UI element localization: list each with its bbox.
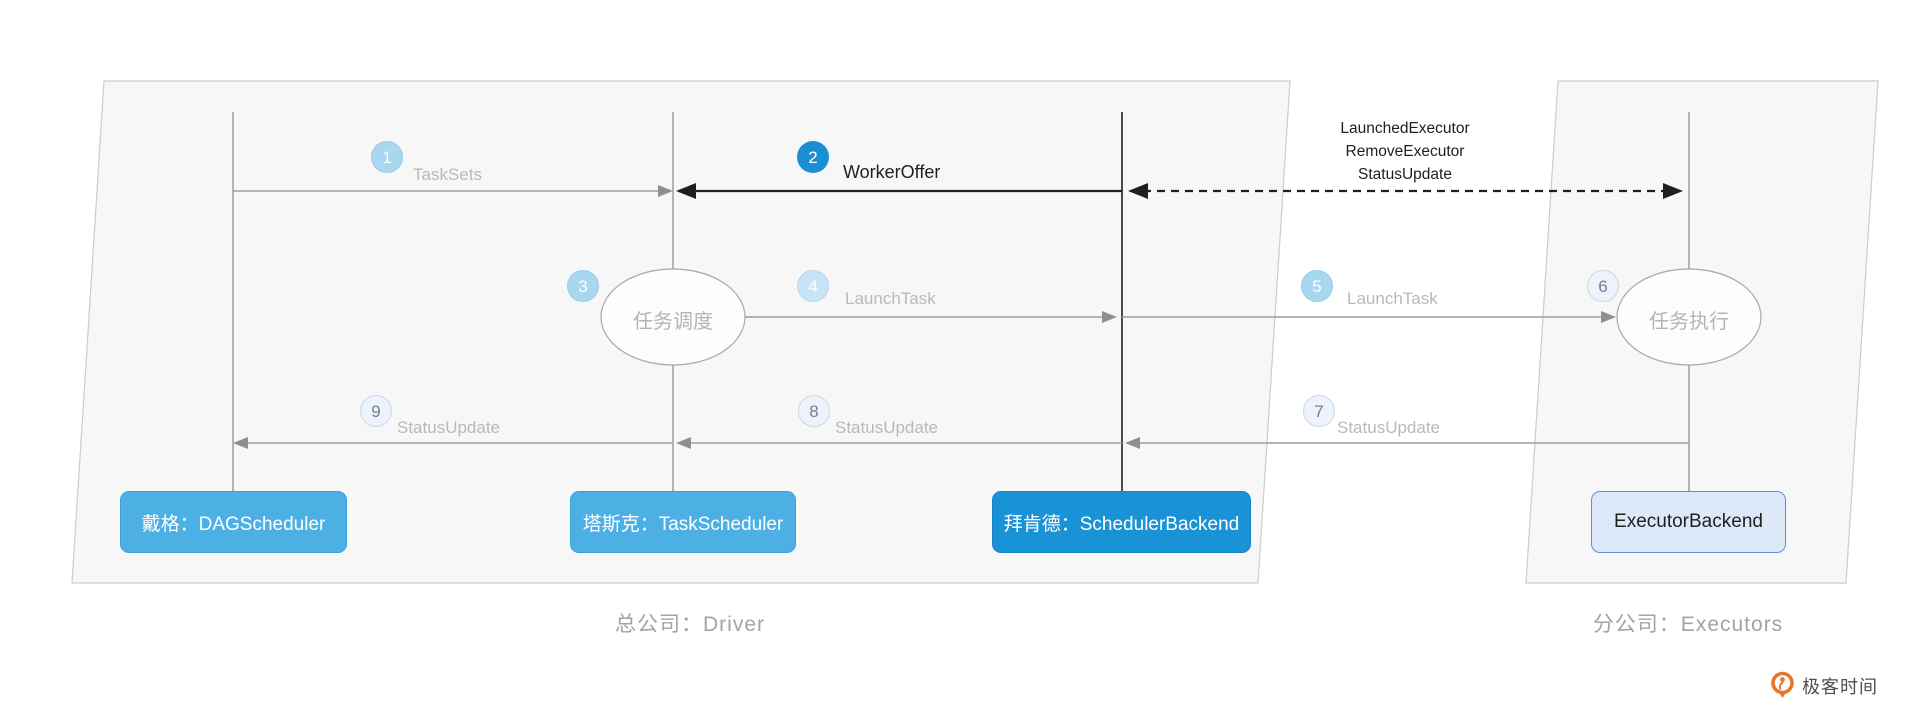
step-circle-3: 3	[567, 270, 599, 302]
note-line-remove-executor: RemoveExecutor	[1345, 143, 1465, 160]
task-execute-ellipse-label: 任务执行	[1649, 311, 1729, 333]
note-line-launched-executor: LaunchedExecutor	[1340, 120, 1470, 137]
statusupdate7-label: StatusUpdate	[1337, 418, 1441, 437]
taskscheduler-box: 塔斯克：TaskScheduler	[570, 491, 796, 553]
step-circle-2: 2	[797, 141, 829, 173]
launchtask4-label: LaunchTask	[845, 289, 936, 308]
step-circle-9: 9	[360, 395, 392, 427]
statusupdate8-label: StatusUpdate	[835, 418, 939, 437]
launchtask-executor-arrowhead	[1601, 311, 1616, 323]
statusupdate9-arrowhead	[233, 437, 248, 449]
launchtask5-label: LaunchTask	[1347, 289, 1438, 308]
workeroffer-label: WorkerOffer	[843, 162, 941, 182]
step-circle-7: 7	[1303, 395, 1335, 427]
step-circle-4: 4	[797, 270, 829, 302]
workeroffer-arrowhead	[676, 183, 696, 199]
statusupdate8-arrowhead	[676, 437, 691, 449]
step-circle-8: 8	[798, 395, 830, 427]
task-schedule-ellipse-label: 任务调度	[633, 311, 713, 333]
step-circle-6: 6	[1587, 270, 1619, 302]
geektime-logo-icon	[1771, 671, 1794, 698]
dagscheduler-box: 戴格：DAGScheduler	[120, 491, 347, 553]
tasksets-arrowhead	[658, 185, 673, 197]
step-circle-5: 5	[1301, 270, 1333, 302]
statusupdate7-arrowhead	[1125, 437, 1140, 449]
launchtask-driver-arrowhead	[1102, 311, 1117, 323]
geektime-logo: 极客时间	[1769, 671, 1878, 700]
executor-events-note: LaunchedExecutor RemoveExecutor StatusUp…	[1285, 117, 1525, 186]
driver-panel-caption: 总公司：Driver	[615, 613, 765, 636]
note-line-status-update: StatusUpdate	[1358, 166, 1452, 183]
task-execute-ellipse	[1616, 268, 1762, 366]
schedulerbackend-box: 拜肯德：SchedulerBackend	[992, 491, 1251, 553]
geektime-logo-text: 极客时间	[1802, 676, 1878, 697]
statusupdate9-label: StatusUpdate	[397, 418, 501, 437]
executors-panel-caption: 分公司：Executors	[1592, 613, 1784, 636]
tasksets-label: TaskSets	[413, 165, 482, 184]
executor-events-arrowhead-right	[1663, 183, 1683, 199]
executorbackend-box: ExecutorBackend	[1591, 491, 1786, 553]
executor-events-arrowhead-left	[1128, 183, 1148, 199]
step-circle-1: 1	[371, 141, 403, 173]
